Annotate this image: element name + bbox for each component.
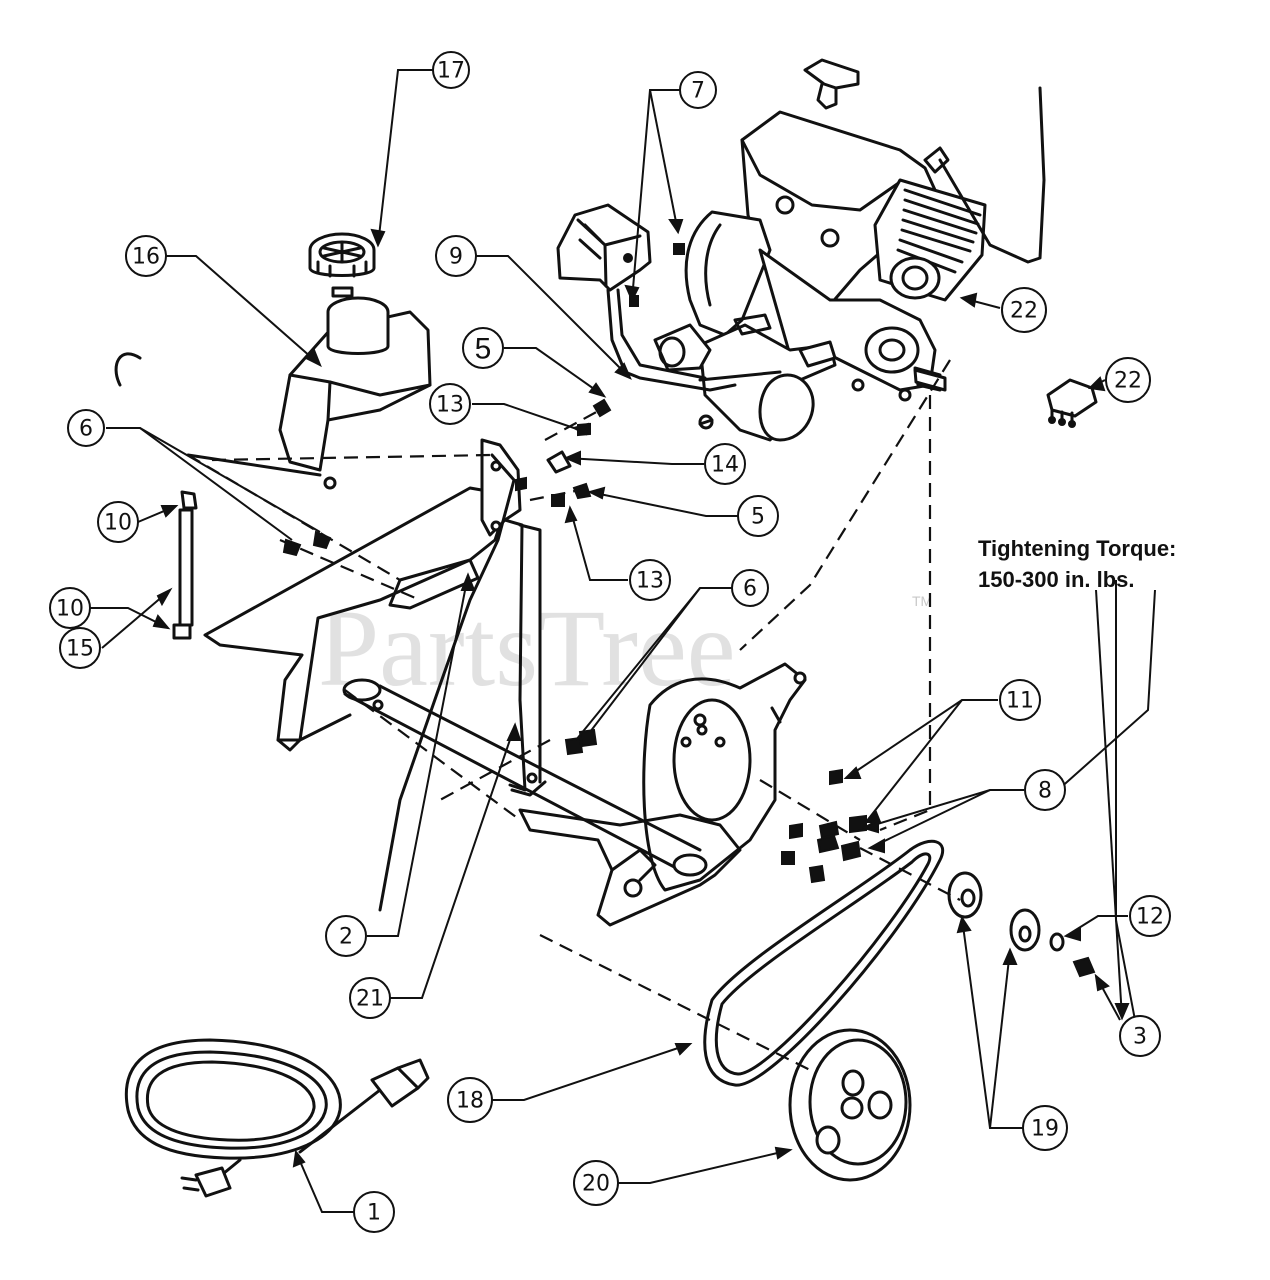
callout-22-engine: 22 xyxy=(1001,287,1047,333)
callout-11: 11 xyxy=(999,679,1041,721)
housing-plate xyxy=(642,662,807,892)
callout-7: 7 xyxy=(679,71,717,109)
ignition-plug xyxy=(1046,378,1098,428)
fuel-tank xyxy=(186,296,432,490)
callout-16-label: 16 xyxy=(132,245,160,270)
callout-9-label: 9 xyxy=(449,245,463,270)
callout-12: 12 xyxy=(1129,895,1171,937)
callout-15-label: 15 xyxy=(66,637,94,662)
callout-17: 17 xyxy=(432,51,470,89)
leader-lines xyxy=(90,69,1156,1213)
callout-22-plug-label: 22 xyxy=(1114,369,1142,394)
callout-6-left: 6 xyxy=(67,409,105,447)
callout-19-label: 19 xyxy=(1031,1117,1059,1142)
callout-8-label: 8 xyxy=(1038,779,1052,804)
callout-10-bottom: 10 xyxy=(49,587,91,629)
callout-7-label: 7 xyxy=(691,79,705,104)
callout-5-top: 5 xyxy=(462,327,504,369)
callout-20: 20 xyxy=(573,1160,619,1206)
callout-1-label: 1 xyxy=(367,1201,381,1226)
callout-6-left-label: 6 xyxy=(79,417,93,442)
callout-1: 1 xyxy=(353,1191,395,1233)
callout-13-bottom: 13 xyxy=(629,559,671,601)
right-frame-bracket xyxy=(518,808,742,927)
engine-assembly xyxy=(653,58,1046,442)
callout-3: 3 xyxy=(1119,1015,1161,1057)
torque-note-line1: Tightening Torque: xyxy=(978,536,1176,561)
callout-17-label: 17 xyxy=(437,59,465,84)
handle-upright xyxy=(378,438,547,912)
callout-13-top: 13 xyxy=(429,383,471,425)
callout-8: 8 xyxy=(1024,769,1066,811)
callout-9: 9 xyxy=(435,235,477,277)
callout-3-label: 3 xyxy=(1133,1025,1147,1050)
callout-5-right: 5 xyxy=(737,495,779,537)
callout-14-label: 14 xyxy=(711,453,739,478)
callout-21-label: 21 xyxy=(356,987,384,1012)
callout-10-top-label: 10 xyxy=(104,511,132,536)
callout-10-bottom-label: 10 xyxy=(56,597,84,622)
callout-22-engine-label: 22 xyxy=(1010,299,1038,324)
callout-11-label: 11 xyxy=(1006,689,1034,714)
torque-note-line2: 150-300 in. lbs. xyxy=(978,567,1135,592)
fuel-cap xyxy=(308,232,376,298)
callout-22-plug: 22 xyxy=(1105,357,1151,403)
callout-16: 16 xyxy=(125,235,167,277)
callout-6-right-label: 6 xyxy=(743,577,757,602)
auger-shaft xyxy=(342,678,708,877)
callout-12-label: 12 xyxy=(1136,905,1164,930)
callout-18: 18 xyxy=(447,1077,493,1123)
fuel-line xyxy=(172,490,198,640)
callout-6-right: 6 xyxy=(731,569,769,607)
auger-pulley xyxy=(788,1028,912,1182)
callout-18-label: 18 xyxy=(456,1089,484,1114)
callout-14: 14 xyxy=(704,443,746,485)
callout-19: 19 xyxy=(1022,1105,1068,1151)
drive-belt xyxy=(703,839,945,1087)
watermark-trademark: TM xyxy=(912,593,932,609)
callout-10-top: 10 xyxy=(97,501,139,543)
callout-5-right-label: 5 xyxy=(751,505,765,530)
switch-box xyxy=(556,203,737,392)
callout-13-bottom-label: 13 xyxy=(636,569,664,594)
callout-20-label: 20 xyxy=(582,1172,610,1197)
callout-13-top-label: 13 xyxy=(436,393,464,418)
callout-5-top-label: 5 xyxy=(475,333,492,366)
extension-cord xyxy=(114,352,430,1198)
callout-21: 21 xyxy=(349,977,391,1019)
engine-pulley xyxy=(947,871,1065,952)
callout-2-label: 2 xyxy=(339,925,353,950)
callout-2: 2 xyxy=(325,915,367,957)
callout-15: 15 xyxy=(59,627,101,669)
